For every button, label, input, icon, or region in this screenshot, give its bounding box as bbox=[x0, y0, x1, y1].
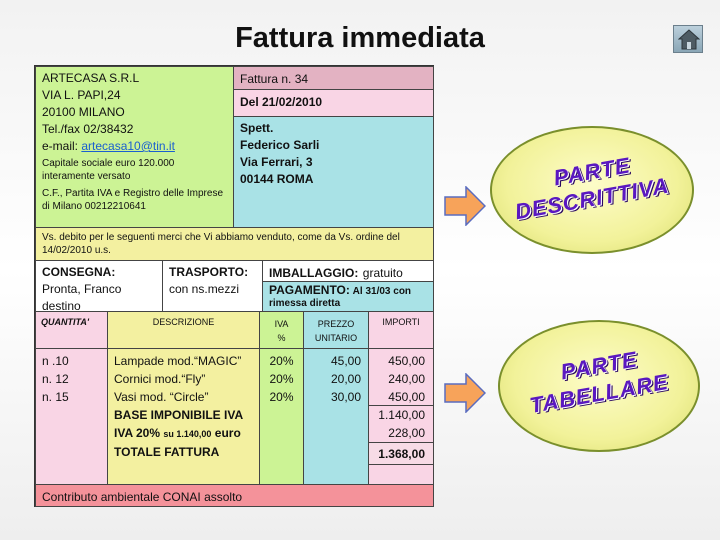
customer-street: Via Ferrari, 3 bbox=[240, 155, 313, 169]
table-row-amount: 450,00 bbox=[388, 390, 425, 404]
table-row-qty: n. 15 bbox=[42, 390, 69, 404]
seller-email-row: e-mail: artecasa10@tin.it bbox=[42, 138, 227, 155]
seller-tel: Tel./fax 02/38432 bbox=[42, 122, 134, 136]
col-vat bbox=[259, 311, 304, 485]
amount-list: 450,00 240,00 450,00 bbox=[368, 352, 425, 406]
table-row-price: 30,00 bbox=[330, 390, 361, 404]
order-note-text: Vs. debito per le seguenti merci che Vi … bbox=[42, 232, 400, 256]
header-description: DESCRIZIONE bbox=[152, 317, 215, 327]
header-vat-line1: IVA bbox=[274, 319, 289, 329]
table-row-desc: Vasi mod. “Circle” bbox=[114, 390, 209, 404]
descriptive-part-label: PARTE DESCRITTIVA bbox=[490, 126, 694, 254]
delivery-cell: CONSEGNA: Pronta, Franco destino bbox=[35, 260, 163, 312]
transport-value: con ns.mezzi bbox=[169, 282, 240, 296]
vat-list: 20% 20% 20% bbox=[259, 352, 304, 406]
seller-address: VIA L. PAPI,24 bbox=[42, 88, 121, 102]
table-row-price: 45,00 bbox=[330, 354, 361, 368]
header-amount: IMPORTI bbox=[382, 317, 420, 327]
email-label: e-mail: bbox=[42, 139, 82, 153]
delivery-value: Pronta, Franco destino bbox=[42, 282, 122, 312]
table-row-price: 20,00 bbox=[330, 372, 361, 386]
customer-city: 00144 ROMA bbox=[240, 172, 314, 186]
table-row-vat: 20% bbox=[269, 390, 294, 404]
home-button[interactable] bbox=[673, 25, 703, 53]
payment-cell: PAGAMENTO: Al 31/03 con rimessa diretta bbox=[262, 281, 434, 312]
header-price-line2: UNITARIO bbox=[314, 333, 358, 343]
payment-value: Al 31/03 con rimessa diretta bbox=[269, 286, 412, 309]
email-link[interactable]: artecasa10@tin.it bbox=[81, 139, 175, 153]
invoice-date: Del 21/02/2010 bbox=[240, 95, 323, 109]
table-header-row bbox=[35, 311, 434, 349]
seller-registry: C.F., Partita IVA e Registro delle Impre… bbox=[42, 188, 224, 212]
header-vat-line2: % bbox=[277, 333, 286, 343]
invoice-number: Fattura n. 34 bbox=[240, 72, 309, 86]
total-box: 1.368,00 bbox=[368, 442, 434, 465]
invoice-number-cell: Fattura n. 34 bbox=[233, 66, 434, 90]
table-row-qty: n. 12 bbox=[42, 372, 69, 386]
table-row-desc: Cornici mod.“Fly” bbox=[114, 372, 206, 386]
customer-name: Federico Sarli bbox=[240, 138, 320, 152]
iva-su: su 1.140,00 bbox=[163, 429, 212, 439]
header-price-line1: PREZZO bbox=[317, 319, 355, 329]
table-row-amount: 450,00 bbox=[388, 354, 425, 368]
col-unit-price bbox=[303, 311, 369, 485]
table-row-amount: 240,00 bbox=[388, 372, 425, 386]
table-row-qty: n .10 bbox=[42, 354, 69, 368]
iva-euro: euro bbox=[214, 426, 241, 440]
seller-block: ARTECASA S.R.L VIA L. PAPI,24 20100 MILA… bbox=[35, 66, 234, 228]
order-note: Vs. debito per le seguenti merci che Vi … bbox=[35, 227, 434, 261]
header-unit-price: PREZZO UNITARIO bbox=[303, 317, 369, 345]
subtotals: 1.140,00 228,00 bbox=[368, 406, 425, 442]
quantity-list: n .10 n. 12 n. 15 bbox=[42, 352, 69, 406]
invoice: ARTECASA S.R.L VIA L. PAPI,24 20100 MILA… bbox=[34, 65, 434, 507]
iva-label-row: IVA 20% su 1.140,00 euro bbox=[114, 424, 243, 443]
price-list: 45,00 20,00 30,00 bbox=[303, 352, 361, 406]
iva-value: 228,00 bbox=[388, 426, 425, 440]
packaging-value: gratuito bbox=[362, 266, 403, 280]
total-label: TOTALE FATTURA bbox=[114, 445, 220, 459]
base-value: 1.140,00 bbox=[378, 408, 425, 422]
seller-name: ARTECASA S.R.L bbox=[42, 71, 140, 85]
transport-cell: TRASPORTO: con ns.mezzi bbox=[162, 260, 263, 312]
description-list: Lampade mod.“MAGIC” Cornici mod.“Fly” Va… bbox=[114, 352, 243, 461]
page-title: Fattura immediata bbox=[235, 22, 485, 54]
iva-label: IVA 20% bbox=[114, 426, 161, 440]
arrow-right-icon bbox=[444, 186, 486, 226]
customer-block: Spett. Federico Sarli Via Ferrari, 3 001… bbox=[233, 116, 434, 228]
footer-cell: Contributo ambientale CONAI assolto bbox=[35, 484, 434, 507]
tabular-part-label: PARTE TABELLARE bbox=[498, 320, 700, 452]
delivery-label: CONSEGNA: bbox=[42, 265, 116, 279]
seller-city: 20100 MILANO bbox=[42, 105, 125, 119]
base-label: BASE IMPONIBILE IVA bbox=[114, 408, 244, 422]
col-quantity bbox=[35, 311, 108, 485]
packaging-cell: IMBALLAGGIO: gratuito bbox=[262, 260, 434, 282]
packaging-label: IMBALLAGGIO: bbox=[269, 266, 359, 280]
table-row-desc: Lampade mod.“MAGIC” bbox=[114, 354, 242, 368]
customer-label: Spett. bbox=[240, 121, 274, 135]
table-row-vat: 20% bbox=[269, 372, 294, 386]
table-row-vat: 20% bbox=[269, 354, 294, 368]
seller-capital: Capitale sociale euro 120.000 interament… bbox=[42, 158, 175, 182]
home-icon bbox=[678, 29, 700, 50]
transport-label: TRASPORTO: bbox=[169, 265, 249, 279]
footer-text: Contributo ambientale CONAI assolto bbox=[42, 490, 243, 504]
invoice-date-cell: Del 21/02/2010 bbox=[233, 89, 434, 117]
header-vat: IVA % bbox=[259, 317, 304, 345]
arrow-right-icon bbox=[444, 373, 486, 413]
header-quantity: QUANTITA' bbox=[41, 317, 89, 327]
total-value: 1.368,00 bbox=[378, 447, 425, 461]
payment-label: PAGAMENTO: bbox=[269, 283, 350, 297]
